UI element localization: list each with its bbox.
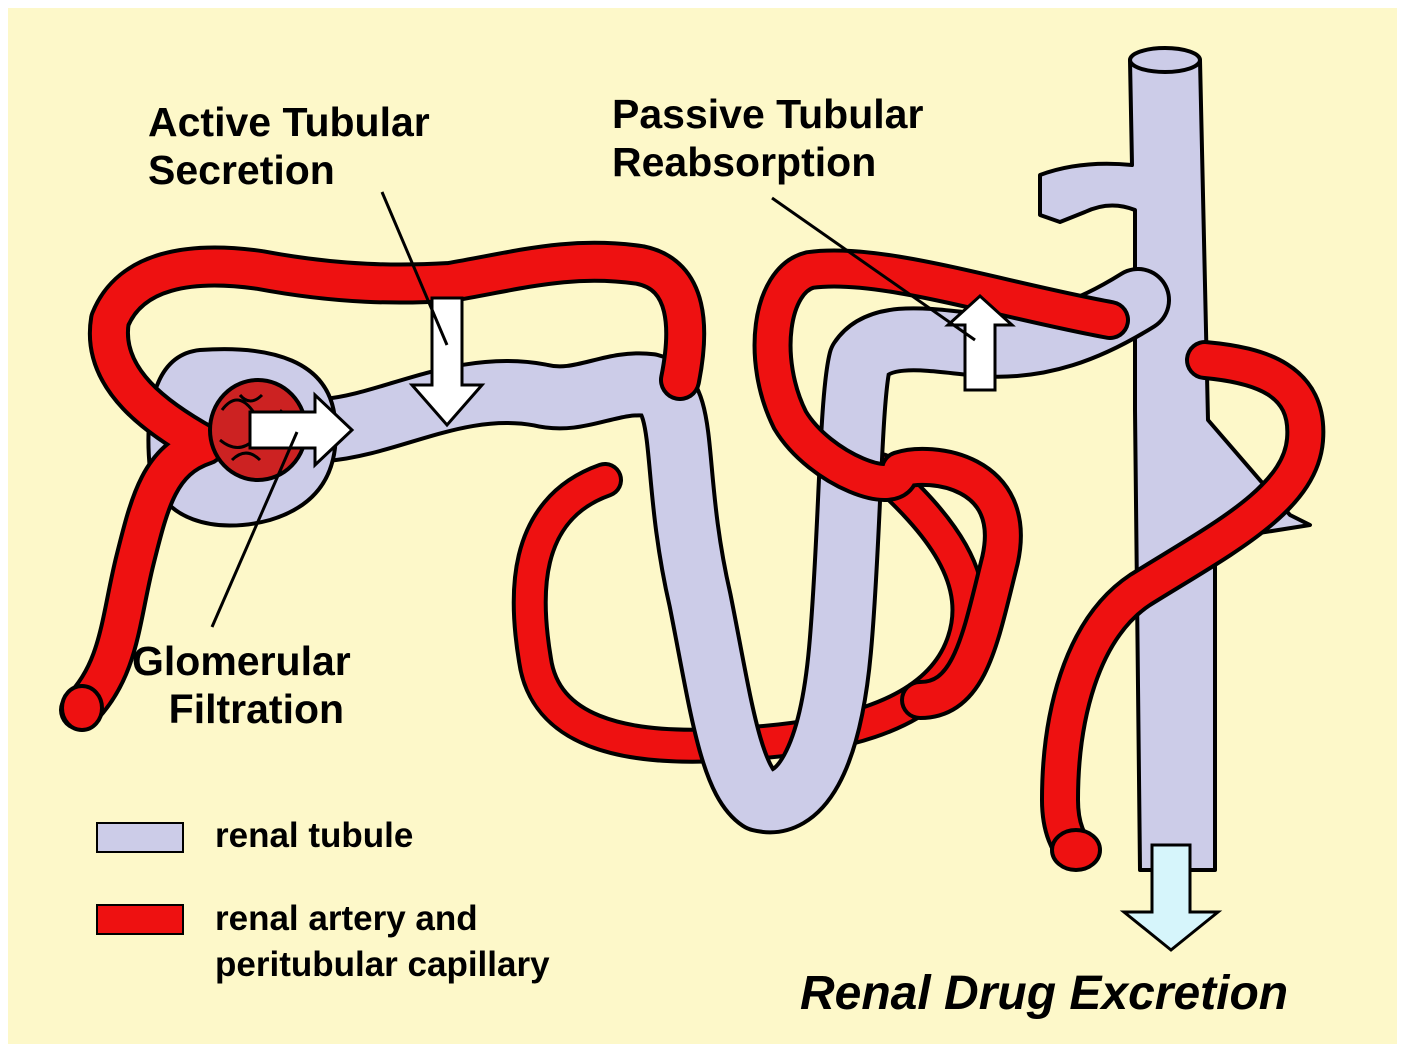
- glomerular-filtration-line-1: Glomerular: [132, 637, 351, 685]
- passive-reabsorption-line-1: Passive Tubular: [612, 90, 923, 138]
- passive-reabsorption-label: Passive Tubular Reabsorption: [612, 90, 923, 186]
- passive-reabsorption-line-2: Reabsorption: [612, 138, 923, 186]
- active-secretion-label: Active Tubular Secretion: [148, 98, 430, 194]
- active-secretion-line-2: Secretion: [148, 146, 430, 194]
- glomerular-filtration-label: Glomerular Filtration: [132, 637, 351, 733]
- legend-artery-line-1: renal artery and: [215, 896, 550, 942]
- glomerular-filtration-line-2: Filtration: [162, 685, 351, 733]
- active-secretion-line-1: Active Tubular: [148, 98, 430, 146]
- legend-tubule-line-1: renal tubule: [215, 813, 413, 859]
- legend-artery-label: renal artery and peritubular capillary: [215, 896, 550, 988]
- legend-tubule-swatch: [96, 822, 184, 853]
- legend-artery-line-2: peritubular capillary: [215, 942, 550, 988]
- legend-tubule-label: renal tubule: [215, 813, 413, 859]
- legend-artery-swatch: [96, 904, 184, 935]
- diagram-title: Renal Drug Excretion: [800, 966, 1288, 1021]
